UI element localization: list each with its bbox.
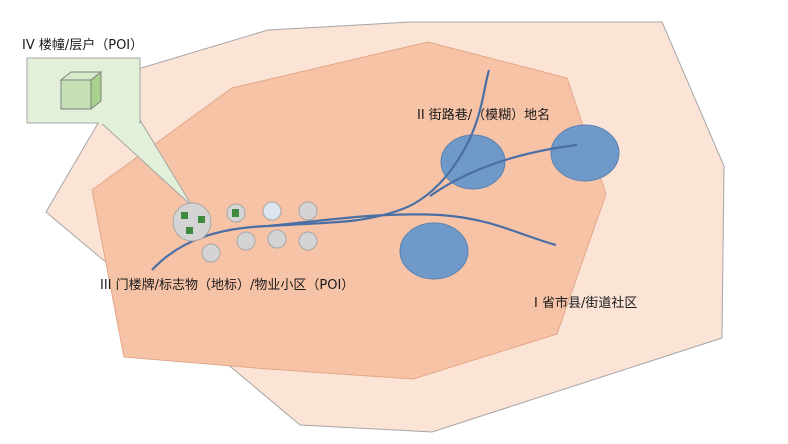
building-cube-icon	[59, 70, 103, 111]
poi-circle	[201, 243, 221, 263]
building-marker	[186, 227, 193, 234]
place-circle-3	[399, 222, 469, 280]
building-marker	[181, 212, 188, 219]
community-inner-region	[91, 41, 607, 380]
building-poi-circle	[172, 202, 212, 242]
building-marker	[198, 216, 205, 223]
road-branch-south	[267, 213, 557, 247]
road-trunk	[151, 69, 491, 271]
label-level-1: I 省市县/街道社区	[534, 296, 638, 311]
poi-circle	[236, 231, 256, 251]
label-level-2: II 街路巷/（模糊）地名	[417, 108, 551, 123]
road-branch-east	[429, 143, 578, 197]
poi-circle	[298, 201, 318, 221]
building-marker	[232, 209, 239, 217]
poi-circle	[262, 201, 282, 221]
label-level-4: IV 楼幢/层户（POI）	[22, 38, 144, 53]
poi-circle	[267, 229, 287, 249]
label-level-3: III 门楼牌/标志物（地标）/物业小区（POI）	[100, 278, 355, 293]
place-circle-1	[440, 134, 506, 190]
poi-circle	[298, 231, 318, 251]
place-circle-2	[550, 124, 620, 182]
